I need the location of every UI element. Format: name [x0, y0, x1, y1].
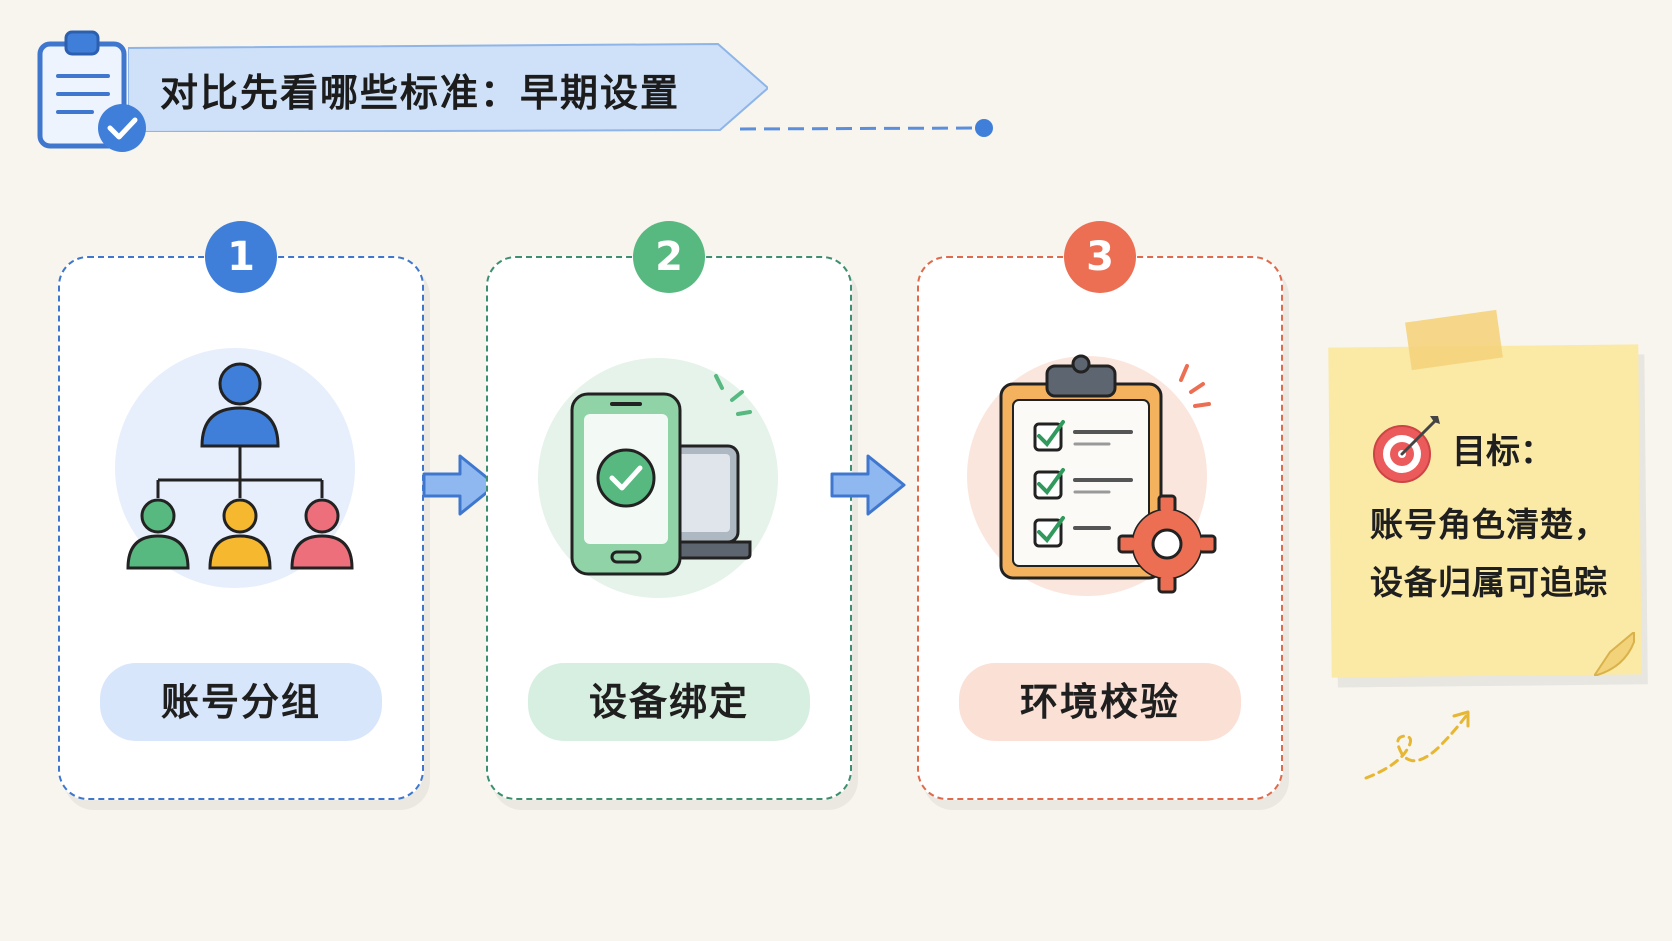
goal-label: 目标：	[1452, 432, 1554, 472]
step-card-1: 1 账号分组	[58, 221, 424, 800]
step-number-badge: 3	[1064, 221, 1136, 293]
clipboard-check-icon	[32, 24, 152, 158]
org-chart-icon	[100, 348, 382, 632]
phone-laptop-check-icon	[528, 348, 810, 632]
banner-arrow-shape	[128, 42, 768, 132]
step-label: 账号分组	[100, 663, 382, 741]
banner-connector-line	[740, 119, 993, 137]
step-number-badge: 2	[633, 221, 705, 293]
arrow-right-icon	[830, 454, 906, 516]
arrow-right-icon	[422, 454, 498, 516]
squiggle-arrow-doodle	[1364, 710, 1470, 780]
goal-text-line: 设备归属可追踪	[1370, 563, 1608, 602]
goal-text-line: 账号角色清楚，	[1370, 505, 1608, 544]
header-banner: 对比先看哪些标准：早期设置	[128, 40, 768, 132]
target-icon	[1370, 410, 1446, 490]
step-number-badge: 1	[205, 221, 277, 293]
step-card-2: 2 设备绑定	[486, 221, 852, 800]
page-title: 对比先看哪些标准：早期设置	[160, 71, 681, 115]
step-label: 设备绑定	[528, 663, 810, 741]
step-label: 环境校验	[959, 663, 1241, 741]
checklist-gear-icon	[959, 348, 1241, 632]
step-card-3: 3	[917, 221, 1283, 800]
note-fold-corner	[1594, 632, 1635, 676]
